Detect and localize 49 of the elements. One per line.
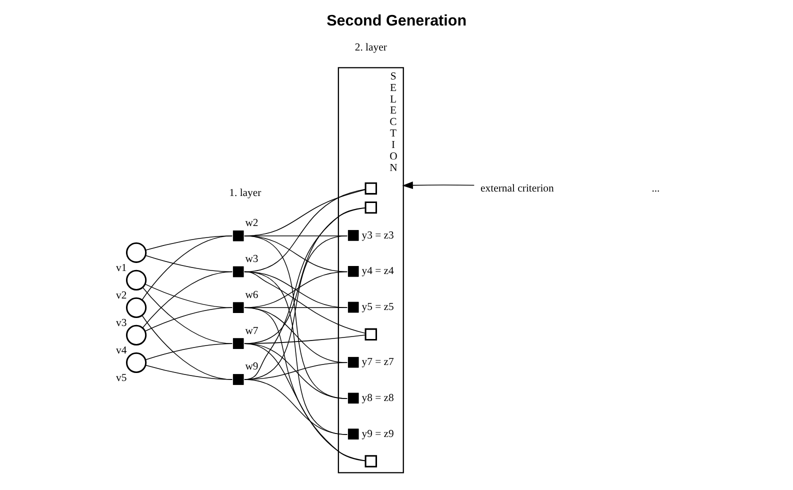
node-label: v4	[116, 344, 127, 356]
node-label: w6	[245, 288, 258, 301]
connector	[244, 343, 366, 462]
node-circle	[126, 297, 147, 318]
connector	[145, 364, 233, 380]
node-label: v1	[116, 262, 127, 274]
connector	[244, 271, 348, 308]
connector	[244, 379, 348, 435]
node-label: w2	[245, 217, 258, 230]
node-label: y9 = z9	[362, 428, 394, 440]
node-box	[364, 201, 378, 214]
node-box	[364, 455, 378, 468]
connector	[244, 334, 366, 344]
node-circle	[126, 352, 147, 373]
node-label: v3	[116, 316, 127, 329]
connector	[144, 284, 233, 308]
node-label: v5	[116, 372, 127, 384]
node-label: y7 = z7	[362, 356, 394, 368]
connector	[244, 271, 366, 334]
label: ...	[652, 182, 660, 194]
connector	[244, 343, 348, 399]
node-label: w7	[245, 324, 258, 337]
label: 1. layer	[229, 186, 262, 199]
label: 2. layer	[354, 42, 387, 54]
node-label: y8 = z8	[362, 392, 394, 404]
connector	[142, 287, 233, 344]
node-label: w3	[245, 252, 258, 265]
connector	[244, 208, 366, 344]
node-circle	[126, 324, 147, 346]
connector	[244, 307, 366, 462]
connector	[244, 207, 366, 380]
node-circle	[126, 242, 147, 263]
node-label: y4 = z4	[362, 265, 394, 278]
connector	[144, 307, 233, 332]
node-text: external criterion	[480, 182, 554, 194]
node-box	[364, 182, 378, 195]
node-label: v2	[116, 289, 127, 302]
node-circle	[126, 270, 147, 290]
connector	[142, 314, 233, 380]
node-label: y5 = z5	[362, 301, 394, 314]
diagram-title: Second Generation	[326, 12, 467, 30]
connector	[244, 271, 348, 435]
node-label: y3 = z3	[362, 229, 394, 242]
node-box	[364, 328, 378, 341]
connector	[142, 235, 233, 300]
node-label: w9	[245, 360, 258, 373]
arrow	[402, 182, 475, 190]
connector	[142, 271, 233, 328]
connector	[145, 343, 233, 360]
